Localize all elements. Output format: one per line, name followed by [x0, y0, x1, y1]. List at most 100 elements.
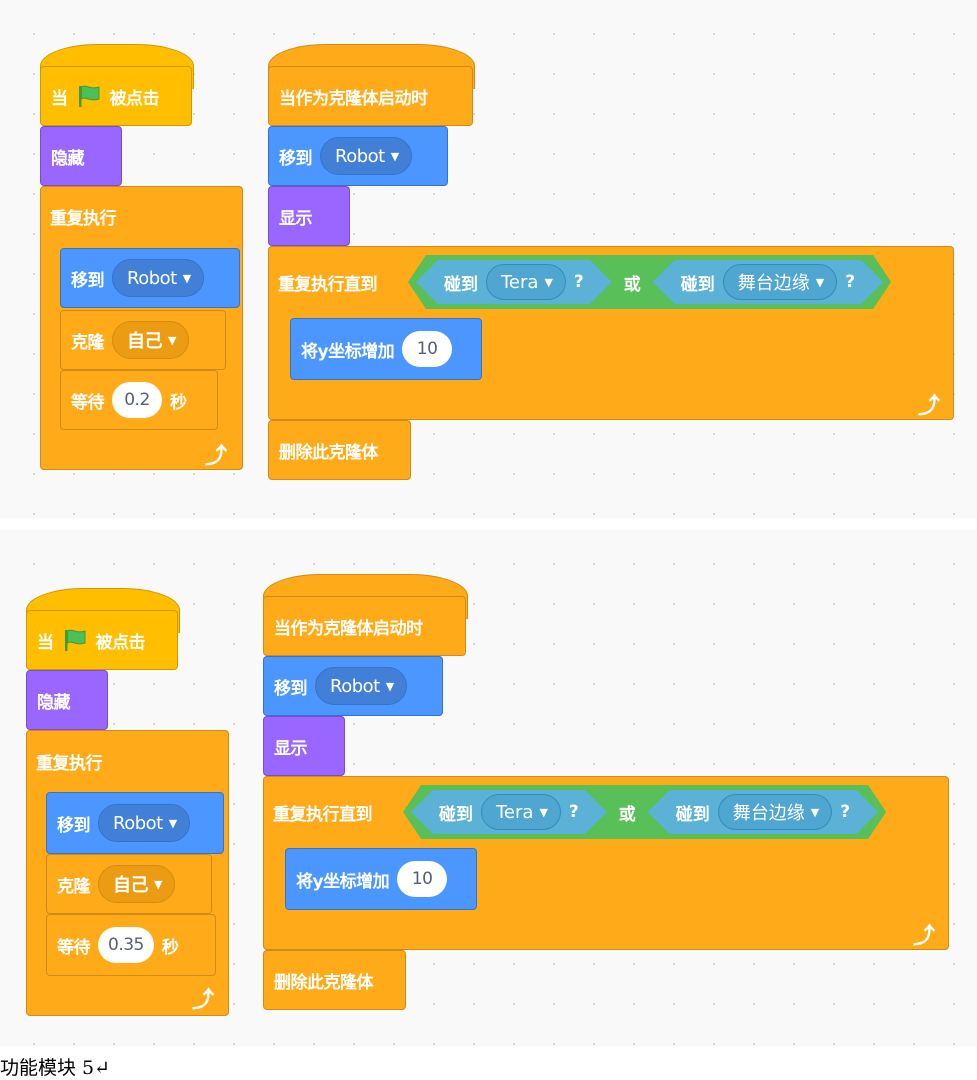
block-text: 移到 [279, 148, 313, 169]
block-text: 删除此克隆体 [274, 972, 374, 993]
delete-clone-block[interactable]: 删除此克隆体 [268, 420, 411, 480]
block-text: 碰到 [675, 804, 710, 825]
block-text: ? [840, 802, 851, 822]
goto-target-dropdown[interactable]: Robot ▼ [320, 137, 412, 175]
change-y-input[interactable]: 10 [397, 861, 448, 897]
block-text: 克隆 [57, 876, 91, 897]
touching-tera-block[interactable]: 碰到 Tera▼ ? [416, 260, 612, 304]
block-text: 移到 [71, 270, 105, 291]
or-condition[interactable]: 碰到 Tera▼ ? 或 碰到 舞台边缘▼ ? [408, 255, 891, 309]
block-text: 重复执行直到 [278, 274, 378, 295]
or-condition[interactable]: 碰到 Tera▼ ? 或 碰到 舞台边缘 ▼ ? [403, 785, 886, 839]
caret-down-icon: ▼ [544, 275, 553, 289]
block-text: 移到 [274, 678, 308, 699]
figure-caption: 功能模块 5↵ [0, 1057, 111, 1079]
wait-seconds-input[interactable]: 0.2 [112, 382, 162, 418]
or-label: 或 [623, 274, 641, 295]
or-label: 或 [618, 804, 636, 825]
touching-target-dropdown[interactable]: 舞台边缘 ▼ [718, 794, 832, 830]
goto-target-dropdown[interactable]: Robot ▼ [98, 804, 190, 842]
or-operator-block[interactable]: 碰到 Tera▼ ? 或 碰到 舞台边缘 ▼ ? [403, 785, 886, 839]
block-text: 等待 [71, 392, 105, 413]
when-flag-clicked-block[interactable]: 当 被点击 [26, 610, 178, 670]
loop-arrow-icon: ⤴ [192, 988, 215, 1013]
block-text: 当作为克隆体启动时 [274, 618, 423, 639]
dropdown-value: 自己 [113, 875, 149, 896]
touching-target-dropdown[interactable]: 舞台边缘▼ [723, 264, 837, 300]
green-flag-icon [78, 85, 99, 107]
block-text: 碰到 [680, 274, 715, 295]
clone-block[interactable]: 克隆 自己 ▼ [60, 310, 226, 370]
block-text: 删除此克隆体 [279, 442, 379, 463]
block-text: 显示 [274, 738, 308, 759]
caret-down-icon: ▼ [810, 805, 820, 819]
block-text: 重复执行 [50, 208, 117, 229]
green-flag-icon [64, 629, 85, 651]
block-text: 被点击 [95, 632, 146, 653]
caret-down-icon: ▼ [385, 679, 394, 693]
repeat-until-label: 重复执行直到 [263, 776, 413, 848]
block-text: 当 [51, 88, 68, 109]
change-y-block[interactable]: 将y坐标增加 10 [290, 318, 482, 380]
loop-arrow-icon: ⤴ [918, 394, 941, 419]
show-block[interactable]: 显示 [268, 186, 350, 246]
block-text: 隐藏 [37, 692, 71, 713]
dropdown-value: Robot [330, 675, 380, 697]
caret-down-icon: ▼ [390, 149, 399, 163]
dropdown-value: Robot [113, 812, 163, 834]
hide-block[interactable]: 隐藏 [40, 126, 122, 186]
clone-target-dropdown[interactable]: 自己▼ [98, 865, 175, 903]
goto-block[interactable]: 移到 Robot ▼ [263, 656, 443, 716]
caret-down-icon: ▼ [168, 333, 176, 347]
block-text: 将y坐标增加 [301, 341, 395, 362]
caret-down-icon: ▼ [168, 816, 177, 830]
touching-tera-block[interactable]: 碰到 Tera▼ ? [411, 790, 607, 834]
loop-arrow-icon: ⤴ [913, 924, 936, 949]
block-text: 显示 [279, 208, 313, 229]
change-y-block[interactable]: 将y坐标增加 10 [285, 848, 477, 910]
goto-block[interactable]: 移到 Robot▼ [46, 792, 224, 854]
block-text: 碰到 [444, 274, 478, 295]
when-flag-clicked-block[interactable]: 当 被点击 [40, 66, 192, 126]
block-text: 碰到 [439, 804, 473, 825]
wait-seconds-input[interactable]: 0.35 [98, 927, 154, 963]
caret-down-icon: ▼ [182, 271, 191, 285]
dropdown-value: Robot [127, 267, 177, 289]
block-text: ? [573, 272, 584, 292]
block-text: 重复执行 [36, 753, 103, 774]
block-text: 克隆 [71, 332, 105, 353]
block-text: 当 [37, 632, 54, 653]
block-text: 将y坐标增加 [296, 871, 390, 892]
goto-target-dropdown[interactable]: Robot ▼ [315, 667, 407, 705]
dropdown-value: 舞台边缘 [737, 273, 810, 294]
block-text: 等待 [57, 937, 91, 958]
dropdown-value: Robot [335, 145, 385, 167]
clone-block[interactable]: 克隆 自己▼ [46, 854, 212, 914]
block-text: ? [845, 272, 856, 292]
goto-target-dropdown[interactable]: Robot ▼ [112, 259, 204, 297]
change-y-input[interactable]: 10 [402, 331, 453, 367]
touching-edge-block[interactable]: 碰到 舞台边缘 ▼ ? [648, 790, 878, 834]
code-area-2[interactable]: 当 被点击 隐藏 重复执行 移到 Robot▼ 克隆 自己▼ 等待 0.35 秒… [0, 530, 977, 1046]
touching-target-dropdown[interactable]: Tera▼ [486, 264, 566, 300]
clone-target-dropdown[interactable]: 自己 ▼ [112, 321, 189, 359]
wait-block[interactable]: 等待 0.2 秒 [60, 370, 218, 430]
when-start-as-clone-block[interactable]: 当作为克隆体启动时 [268, 66, 473, 126]
dropdown-value: 舞台边缘 [732, 803, 805, 824]
touching-target-dropdown[interactable]: Tera▼ [481, 794, 561, 830]
repeat-until-label: 重复执行直到 [268, 246, 418, 318]
code-area-1[interactable]: 当 被点击 隐藏 重复执行 移到 Robot▼ 克隆 自己▼ 等待 0.2 秒 … [0, 0, 977, 518]
goto-block[interactable]: 移到 Robot ▼ [268, 126, 448, 186]
dropdown-value: 自己 [127, 331, 163, 352]
or-operator-block[interactable]: 碰到 Tera▼ ? 或 碰到 舞台边缘▼ ? [408, 255, 891, 309]
block-text: 被点击 [109, 88, 160, 109]
when-start-as-clone-block[interactable]: 当作为克隆体启动时 [263, 596, 466, 656]
wait-block[interactable]: 等待 0.35 秒 [46, 914, 216, 976]
hide-block[interactable]: 隐藏 [26, 670, 108, 730]
block-text: 隐藏 [51, 148, 85, 169]
delete-clone-block[interactable]: 删除此克隆体 [263, 950, 406, 1010]
block-text: 当作为克隆体启动时 [279, 88, 428, 109]
show-block[interactable]: 显示 [263, 716, 345, 776]
goto-block[interactable]: 移到 Robot ▼ [60, 248, 240, 308]
touching-edge-block[interactable]: 碰到 舞台边缘▼ ? [653, 260, 883, 304]
